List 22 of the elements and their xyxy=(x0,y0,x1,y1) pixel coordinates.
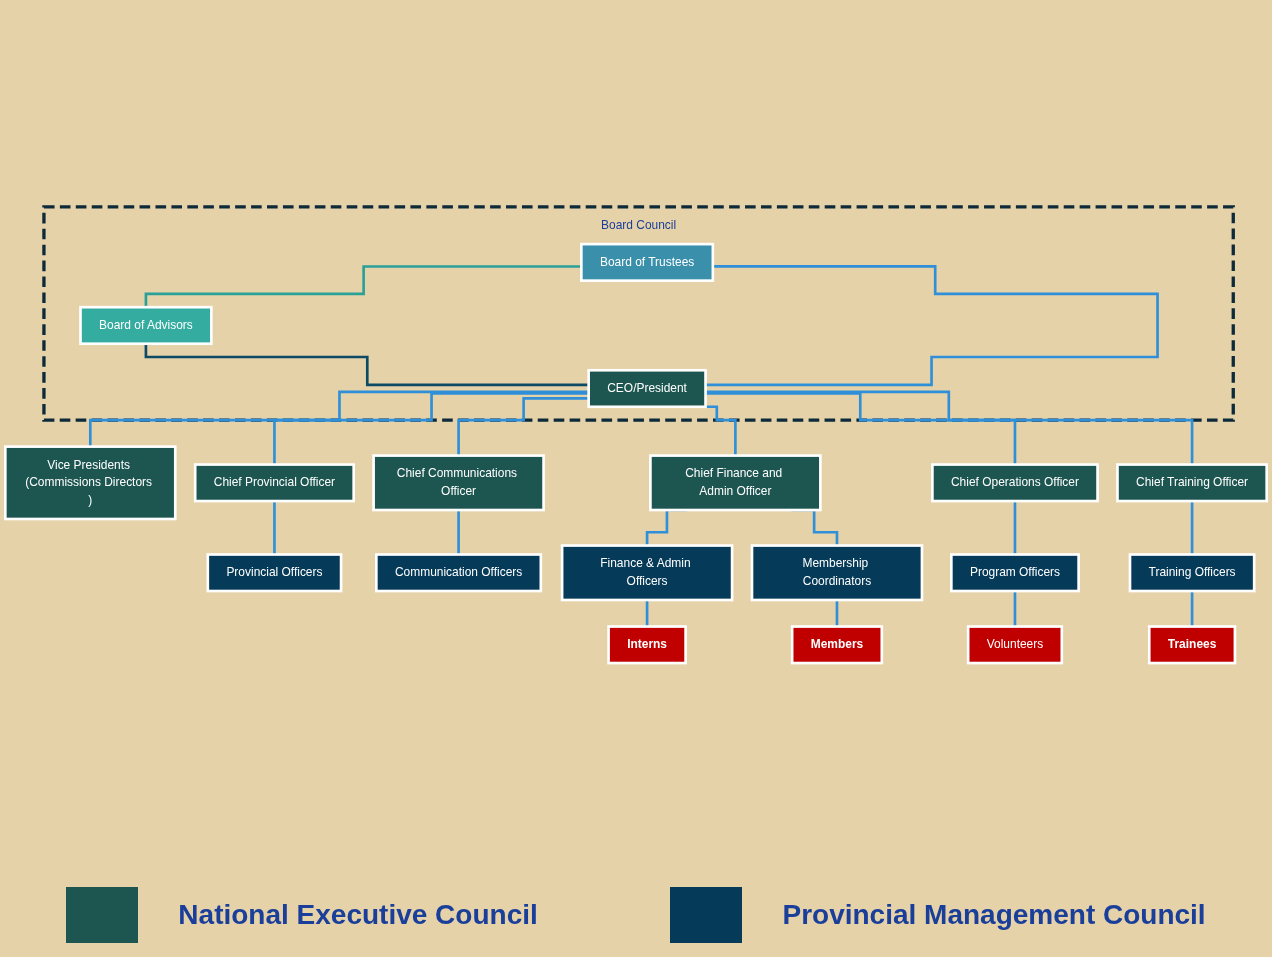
node-box: Volunteers xyxy=(966,625,1064,665)
node-box: Chief Communications Officer xyxy=(372,454,545,512)
node-box: Membership Coordinators xyxy=(750,544,924,602)
node-box: Board of Advisors xyxy=(79,305,213,346)
node-box: Chief Training Officer xyxy=(1116,463,1268,503)
legend-label: National Executive Council xyxy=(178,899,538,931)
node-box: Communication Officers xyxy=(375,553,543,593)
node-box: Vice Presidents (Commissions Directors ) xyxy=(3,445,177,521)
connector xyxy=(705,265,1159,387)
node-box: Chief Finance and Admin Officer xyxy=(649,454,822,512)
node-box: Trainees xyxy=(1147,625,1237,665)
node-box: CEO/President xyxy=(587,368,707,409)
node-box: Provincial Officers xyxy=(206,553,343,593)
node-box: Chief Provincial Officer xyxy=(193,463,355,503)
legend-label: Provincial Management Council xyxy=(782,899,1206,931)
node-box: Board of Trustees xyxy=(580,242,715,282)
node-box: Finance & Admin Officers xyxy=(560,544,734,602)
node-box: Training Officers xyxy=(1128,553,1256,593)
node-box: Members xyxy=(790,625,884,665)
node-box: Interns xyxy=(607,625,687,665)
node-box: Program Officers xyxy=(950,553,1080,593)
node-box: Chief Operations Officer xyxy=(931,463,1099,503)
